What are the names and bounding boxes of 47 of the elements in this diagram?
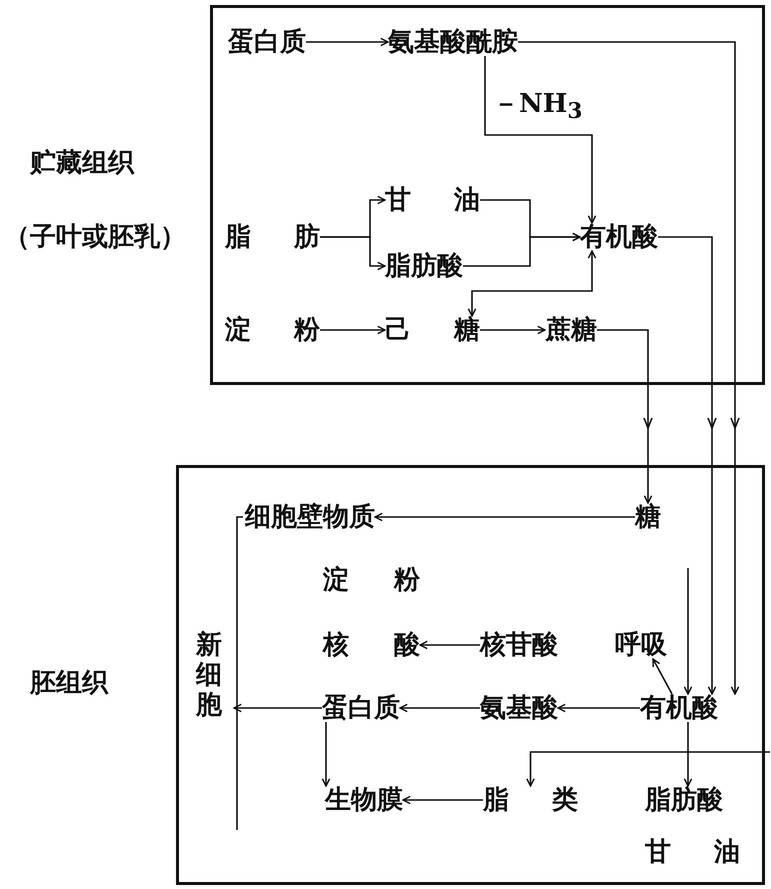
arrow [320,326,386,334]
compound-label: 糖 [635,503,661,531]
compound-label: 呼吸 [615,631,667,659]
compound-label: 氨基酸酰胺 [388,28,518,56]
compound-label: 蛋白质 [228,28,306,56]
compound-label: 生物膜 [325,786,403,814]
compound-label: 甘油 [385,186,480,214]
arrow [658,236,716,695]
arrow [233,704,322,712]
arrow [684,722,692,787]
tissue-heading: 贮藏组织 [30,148,134,178]
compound-label: 淀粉 [323,566,420,594]
arrow [518,41,740,695]
arrow [374,512,635,522]
arrow [557,704,640,712]
arrow [468,250,596,317]
compound-label: 脂类 [483,786,578,814]
compound-label: 氨基酸 [480,694,558,722]
arrow [526,751,770,787]
arrow [320,236,386,270]
compound-label: 甘油 [645,838,740,866]
compound-label: 蛋白质 [322,694,400,722]
compound-label: 脂肪酸 [385,252,463,280]
compound-label: 细胞壁物质 [245,503,375,531]
arrow [322,722,330,787]
tissue-heading: 胚组织 [30,668,108,698]
arrow [399,704,480,712]
arrow [597,329,652,504]
arrow [480,326,546,334]
arrow [419,640,480,650]
arrow [652,658,673,694]
compound-label: 己糖 [385,316,480,344]
arrow [402,796,483,804]
compound-label: 有机酸 [580,223,658,251]
compound-label: 脂肪酸 [645,786,723,814]
compound-label: 新细胞 [196,630,234,720]
compound-label: 有机酸 [640,694,718,722]
arrow [463,232,581,267]
compound-label: 核苷酸 [480,631,558,659]
compound-label: 脂肪 [225,223,320,251]
compound-label: 蔗糖 [545,316,597,344]
compound-label: 核酸 [323,631,420,659]
arrow [484,56,596,224]
tissue-heading: （子叶或胚乳） [4,222,186,252]
arrow [306,38,389,46]
arrow [684,568,692,695]
compound-label: 淀粉 [225,316,320,344]
